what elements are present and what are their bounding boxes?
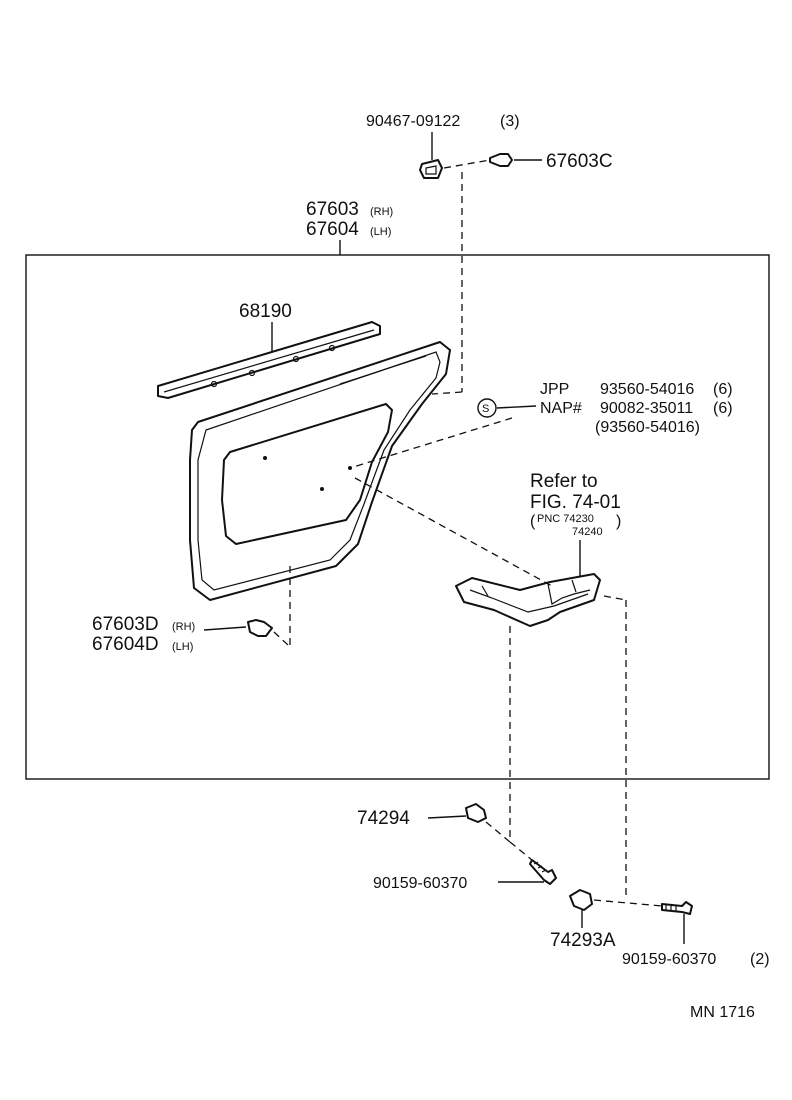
screw-90159-icon bbox=[529, 859, 557, 885]
label-pnc-open: ( bbox=[530, 513, 536, 530]
label-90159-60370-b-qty: (2) bbox=[750, 951, 770, 968]
label-90467-09122: 90467-09122 bbox=[366, 113, 460, 130]
clip-67603D-icon bbox=[247, 619, 273, 637]
label-90467-qty: (3) bbox=[500, 113, 520, 130]
label-67604-side: (LH) bbox=[370, 226, 391, 238]
label-74294: 74294 bbox=[357, 808, 410, 829]
dash-panel-to-armrest bbox=[354, 477, 553, 587]
label-fig-ref: FIG. 74-01 bbox=[530, 492, 621, 513]
door-trim-panel-icon bbox=[189, 341, 451, 601]
label-90159-60370: 90159-60370 bbox=[373, 875, 467, 892]
dash-s-to-panel bbox=[349, 417, 513, 469]
label-refer-to: Refer to bbox=[530, 471, 598, 492]
label-pnc-close: ) bbox=[616, 513, 621, 530]
dash-clip-d bbox=[273, 631, 289, 646]
label-67603D-side: (RH) bbox=[172, 621, 195, 633]
label-74293A: 74293A bbox=[550, 930, 616, 951]
leader-s-symbol bbox=[496, 405, 537, 409]
label-67604D: 67604D bbox=[92, 634, 159, 655]
dash-74294 bbox=[485, 821, 511, 843]
label-nap-alt: (93560-54016) bbox=[595, 419, 700, 436]
cap-74293A-icon bbox=[569, 889, 593, 911]
assembly-frame bbox=[25, 254, 770, 780]
label-jpp: JPP bbox=[540, 381, 569, 398]
label-jpp-part: 93560-54016 bbox=[600, 381, 694, 398]
s-symbol: S bbox=[482, 403, 489, 415]
clip-90467-icon bbox=[419, 159, 443, 179]
dash-screw-a bbox=[509, 841, 533, 861]
label-67603-side: (RH) bbox=[370, 206, 393, 218]
label-68190: 68190 bbox=[239, 301, 292, 322]
label-pnc2: 74240 bbox=[572, 526, 603, 538]
weatherstrip-68190-icon bbox=[157, 321, 381, 399]
cap-74294-icon bbox=[465, 803, 487, 823]
dash-clip-to-pin bbox=[443, 159, 491, 169]
dash-clip-to-panel bbox=[431, 391, 463, 395]
label-nap-qty: (6) bbox=[713, 400, 733, 417]
label-67603D: 67603D bbox=[92, 614, 159, 635]
label-nap-part: 90082-35011 bbox=[600, 400, 693, 417]
label-nap: NAP# bbox=[540, 400, 582, 417]
label-67603C: 67603C bbox=[546, 151, 613, 172]
s-symbol-circle bbox=[477, 398, 497, 418]
label-67604: 67604 bbox=[306, 219, 359, 240]
dash-74293A bbox=[593, 899, 663, 907]
leader-67603D bbox=[203, 626, 247, 631]
label-67604D-side: (LH) bbox=[172, 641, 193, 653]
label-67603: 67603 bbox=[306, 199, 359, 220]
leader-74294 bbox=[427, 815, 467, 819]
screw-90159-b-icon bbox=[661, 901, 693, 915]
label-jpp-qty: (6) bbox=[713, 381, 733, 398]
label-90159-60370-b: 90159-60370 bbox=[622, 951, 716, 968]
page-code: MN 1716 bbox=[690, 1004, 755, 1021]
label-pnc: PNC 74230 bbox=[537, 513, 594, 525]
armrest-icon bbox=[455, 573, 601, 627]
pin-67603C-icon bbox=[489, 153, 513, 167]
dash-armrest-right bbox=[603, 595, 627, 601]
